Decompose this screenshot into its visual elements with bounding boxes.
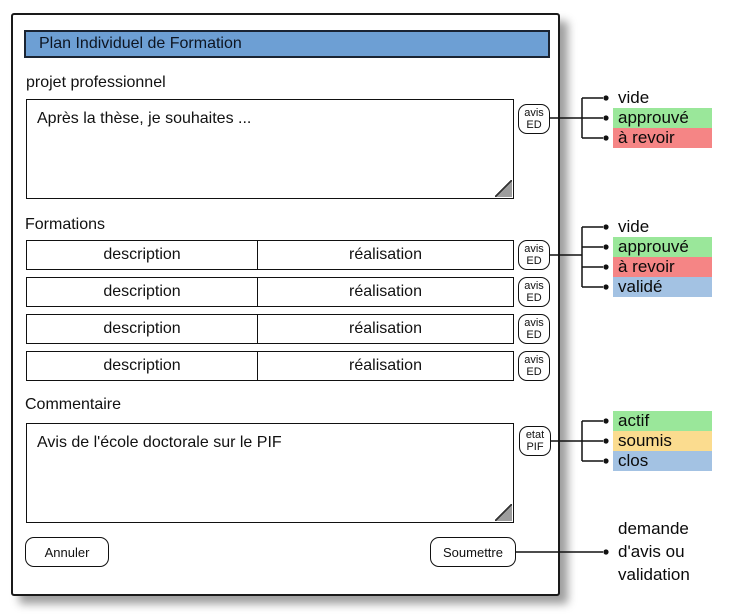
etat-pif-badge: etat PIF: [519, 426, 551, 456]
legend-item-approuve: approuvé: [613, 237, 712, 257]
resize-grip-icon[interactable]: [495, 180, 512, 197]
description-cell[interactable]: description: [27, 278, 258, 306]
projet-text: Après la thèse, je souhaites ...: [37, 110, 252, 127]
legend-item-clos: clos: [613, 451, 712, 471]
badge-line2: ED: [526, 255, 542, 267]
realisation-cell[interactable]: réalisation: [349, 246, 422, 263]
realisation-cell[interactable]: réalisation: [349, 283, 422, 300]
legend-item-valide: validé: [613, 277, 712, 297]
avis-ed-badge-projet: avis ED: [518, 104, 550, 134]
legend-item-vide: vide: [618, 217, 650, 236]
legend-item-vide: vide: [618, 88, 650, 107]
badge-line2: PIF: [526, 441, 544, 453]
submit-note: demande d'avis ou validation: [618, 517, 690, 586]
projet-textarea[interactable]: Après la thèse, je souhaites ...: [26, 99, 514, 199]
badge-line1: avis: [524, 280, 544, 292]
realisation-cell[interactable]: réalisation: [349, 320, 422, 337]
formation-row: description réalisation: [26, 277, 514, 307]
legend-item-approuve: approuvé: [613, 108, 712, 128]
avis-ed-badge-row2: avis ED: [518, 277, 550, 307]
formation-row: description réalisation: [26, 351, 514, 381]
submit-note-line: d'avis ou: [618, 542, 685, 561]
commentaire-text: Avis de l'école doctorale sur le PIF: [37, 434, 282, 451]
badge-line2: ED: [526, 119, 542, 131]
description-cell[interactable]: description: [27, 315, 258, 343]
avis-ed-badge-row1: avis ED: [518, 240, 550, 270]
avis-ed-badge-row4: avis ED: [518, 351, 550, 381]
badge-line1: etat: [525, 429, 545, 441]
formations-label: Formations: [25, 216, 106, 233]
avis-ed-badge-row3: avis ED: [518, 314, 550, 344]
resize-grip-icon[interactable]: [495, 504, 512, 521]
cancel-button[interactable]: Annuler: [25, 537, 109, 567]
legend-item-a-revoir: à revoir: [613, 128, 712, 148]
badge-line2: ED: [526, 366, 542, 378]
badge-line2: ED: [526, 329, 542, 341]
description-cell[interactable]: description: [27, 241, 258, 269]
badge-line1: avis: [524, 354, 544, 366]
badge-line1: avis: [524, 243, 544, 255]
realisation-cell[interactable]: réalisation: [349, 357, 422, 374]
commentaire-label: Commentaire: [25, 396, 122, 413]
badge-line1: avis: [524, 107, 544, 119]
submit-note-line: validation: [618, 565, 690, 584]
description-cell[interactable]: description: [27, 352, 258, 380]
submit-note-line: demande: [618, 519, 689, 538]
formation-row: description réalisation: [26, 314, 514, 344]
formation-row: description réalisation: [26, 240, 514, 270]
title-bar: Plan Individuel de Formation: [24, 30, 550, 58]
legend-item-soumis: soumis: [613, 431, 712, 451]
commentaire-textarea[interactable]: Avis de l'école doctorale sur le PIF: [26, 423, 514, 523]
badge-line2: ED: [526, 292, 542, 304]
badge-line1: avis: [524, 317, 544, 329]
page-title: Plan Individuel de Formation: [39, 35, 242, 52]
legend-item-actif: actif: [613, 411, 712, 431]
submit-button[interactable]: Soumettre: [430, 537, 516, 567]
projet-label: projet professionnel: [26, 74, 166, 91]
legend-item-a-revoir: à revoir: [613, 257, 712, 277]
